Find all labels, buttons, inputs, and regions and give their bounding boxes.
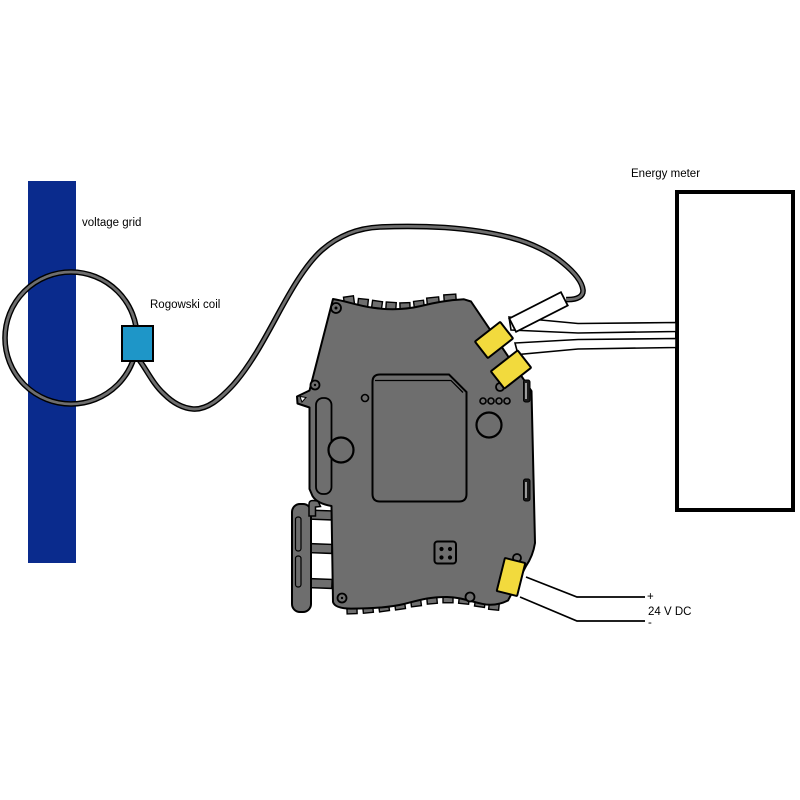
transducer-device [291,293,536,615]
edge-slots [523,379,531,502]
sensor-cable [134,223,586,412]
voltage-grid-bar [28,181,76,563]
power-supply-label: 24 V DC [648,606,691,618]
power-wires [519,576,645,622]
cable-plug [508,290,569,334]
coil-connector-box [121,325,154,362]
power-minus-label: - [648,617,652,629]
energy-meter-label: Energy meter [631,168,700,180]
power-plus-label: + [647,591,654,603]
din-rail-clip [291,499,333,613]
status-leds [479,397,511,405]
voltage-grid-label: voltage grid [82,217,141,229]
label-panel [371,373,468,503]
terminal-block-power [495,557,527,597]
rail-hook-notch [299,395,307,403]
terminal-block-top-1 [474,321,514,359]
terminal-block-top-2 [490,349,532,390]
rogowski-coil-label: Rogowski coil [150,299,220,311]
terminal-blocks [474,321,532,597]
meter-wires [508,316,677,356]
energy-meter-box [675,190,795,512]
pin-connector [433,540,457,565]
